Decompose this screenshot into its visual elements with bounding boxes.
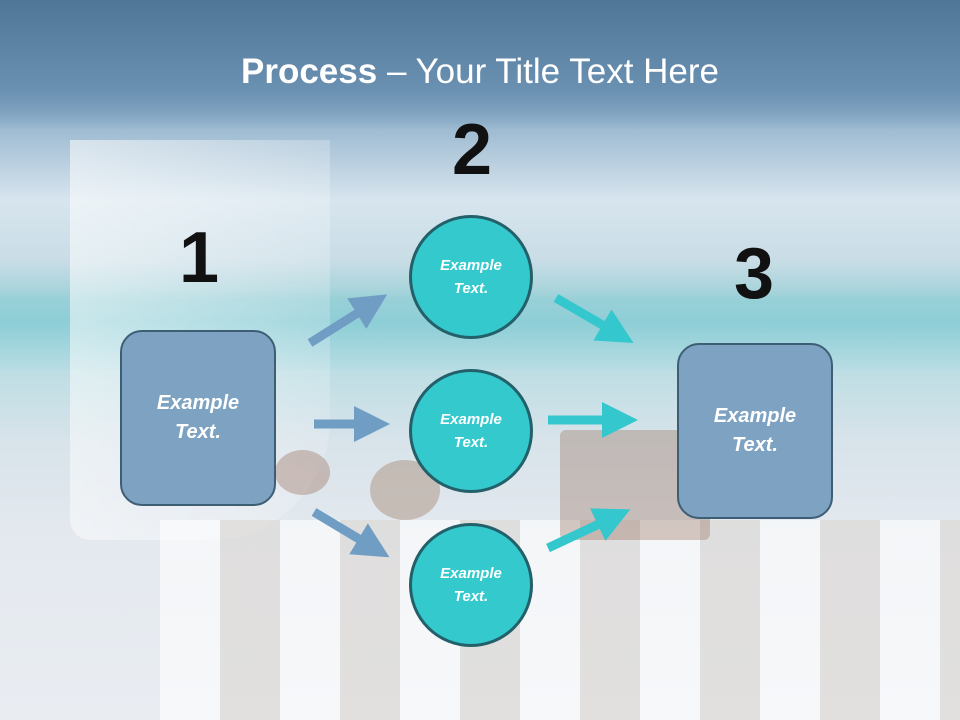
title-bold: Process — [241, 52, 378, 91]
step-number-2: 2 — [451, 110, 493, 190]
step-2-item-2: Example Text. — [440, 411, 502, 451]
step-3-label: Example Text. — [713, 405, 797, 456]
slide-title: Process – Your Title Text Here — [0, 52, 960, 92]
background-coconut-small — [275, 450, 330, 495]
step-2-circle-top[interactable]: Example Text. — [409, 215, 533, 339]
step-2-circle-bottom[interactable]: Example Text. — [409, 523, 533, 647]
arrow-2-to-3-top — [553, 294, 634, 344]
arrow-1-to-2-top — [307, 294, 388, 347]
step-3-box[interactable]: Example Text. — [677, 343, 833, 519]
title-rest: – Your Title Text Here — [377, 52, 719, 91]
arrow-1-to-2-bottom — [311, 508, 390, 558]
arrow-2-to-3-bottom — [546, 508, 631, 553]
step-2-item-1: Example Text. — [440, 257, 502, 297]
step-1-box[interactable]: Example Text. — [120, 330, 276, 506]
background-table — [160, 520, 960, 720]
step-1-label: Example Text. — [156, 392, 240, 443]
step-2-circle-middle[interactable]: Example Text. — [409, 369, 533, 493]
step-2-item-3: Example Text. — [440, 565, 502, 605]
background-sky — [0, 0, 960, 130]
step-number-3: 3 — [733, 234, 775, 314]
step-number-1: 1 — [178, 218, 220, 298]
